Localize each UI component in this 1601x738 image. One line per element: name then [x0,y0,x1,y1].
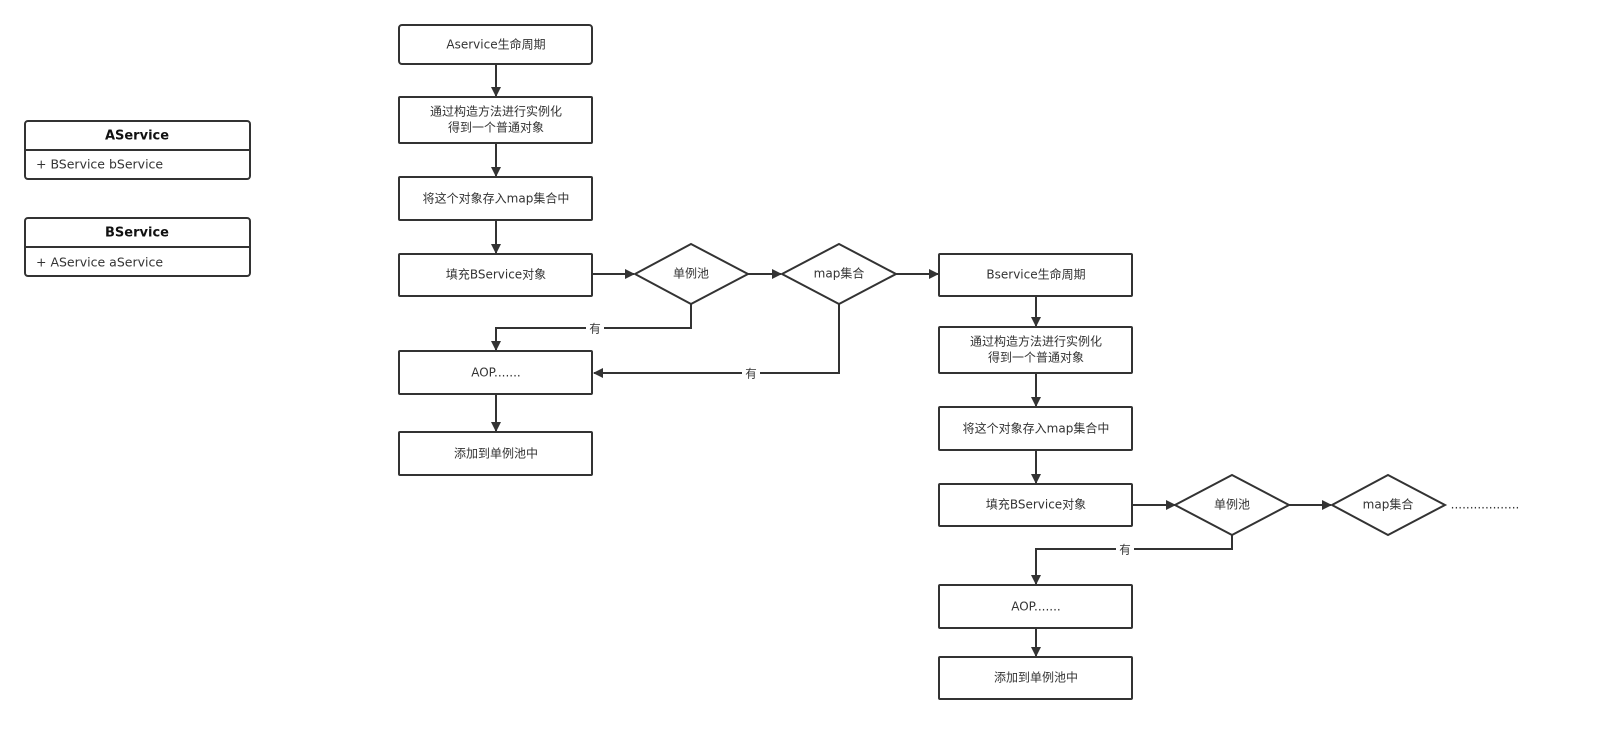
decision-b-singleton-pool[interactable]: 单例池 [1172,473,1292,537]
decision-a-singleton-pool[interactable]: 单例池 [632,242,751,306]
node-b-title-label: Bservice生命周期 [986,267,1085,282]
node-b-title[interactable]: Bservice生命周期 [938,253,1133,297]
node-a-fill[interactable]: 填充BService对象 [398,253,593,297]
node-b-fill[interactable]: 填充BService对象 [938,483,1133,527]
node-a-instantiate[interactable]: 通过构造方法进行实例化 得到一个普通对象 [398,96,593,144]
node-b-add-pool[interactable]: 添加到单例池中 [938,656,1133,700]
edge-a-yes-label-2: 有 [745,367,757,381]
node-b-fill-label: 填充BService对象 [986,497,1086,512]
node-b-aop[interactable]: AOP....... [938,584,1133,629]
decision-a-map-set[interactable]: map集合 [779,242,899,306]
flow-a-edges [491,64,939,432]
node-a-fill-label: 填充BService对象 [446,267,546,282]
node-a-instantiate-line1: 通过构造方法进行实例化 [430,104,562,119]
class-aservice-attribute: + BService bService [36,157,163,172]
class-bservice-title: BService [105,226,169,241]
decision-a-map-set-label: map集合 [814,266,865,281]
decision-b-map-set-label: map集合 [1363,497,1414,512]
node-a-store-map[interactable]: 将这个对象存入map集合中 [398,176,593,221]
class-bservice-attribute: + AService aService [36,255,163,270]
flow-b-ellipsis: .................. [1451,498,1520,512]
node-b-store-map[interactable]: 将这个对象存入map集合中 [938,406,1133,451]
decision-b-map-set[interactable]: map集合 [1329,473,1448,537]
class-aservice-title: AService [105,129,169,144]
node-a-aop[interactable]: AOP....... [398,350,593,395]
node-a-add-pool[interactable]: 添加到单例池中 [398,431,593,476]
edge-b-yes-label: 有 [1119,543,1131,557]
node-b-instantiate-line2: 得到一个普通对象 [988,350,1084,365]
decision-a-singleton-pool-label: 单例池 [673,267,709,281]
node-a-title[interactable]: Aservice生命周期 [398,24,593,65]
class-bservice[interactable]: BService + AService aService [24,217,251,277]
node-b-instantiate-line1: 通过构造方法进行实例化 [970,334,1102,349]
edge-a-map-yes-to-aop [593,304,840,378]
node-a-add-pool-label: 添加到单例池中 [454,446,538,461]
node-a-title-label: Aservice生命周期 [446,37,545,52]
node-b-store-map-label: 将这个对象存入map集合中 [963,421,1110,436]
node-b-instantiate[interactable]: 通过构造方法进行实例化 得到一个普通对象 [938,326,1133,374]
decision-b-singleton-pool-label: 单例池 [1214,498,1250,512]
node-a-store-map-label: 将这个对象存入map集合中 [423,191,570,206]
class-aservice[interactable]: AService + BService bService [24,120,251,180]
node-a-instantiate-line2: 得到一个普通对象 [448,120,544,135]
node-b-aop-label: AOP....... [1011,600,1061,614]
node-a-aop-label: AOP....... [471,366,521,380]
edge-a-yes-label-1: 有 [589,322,601,336]
node-b-add-pool-label: 添加到单例池中 [994,670,1078,685]
